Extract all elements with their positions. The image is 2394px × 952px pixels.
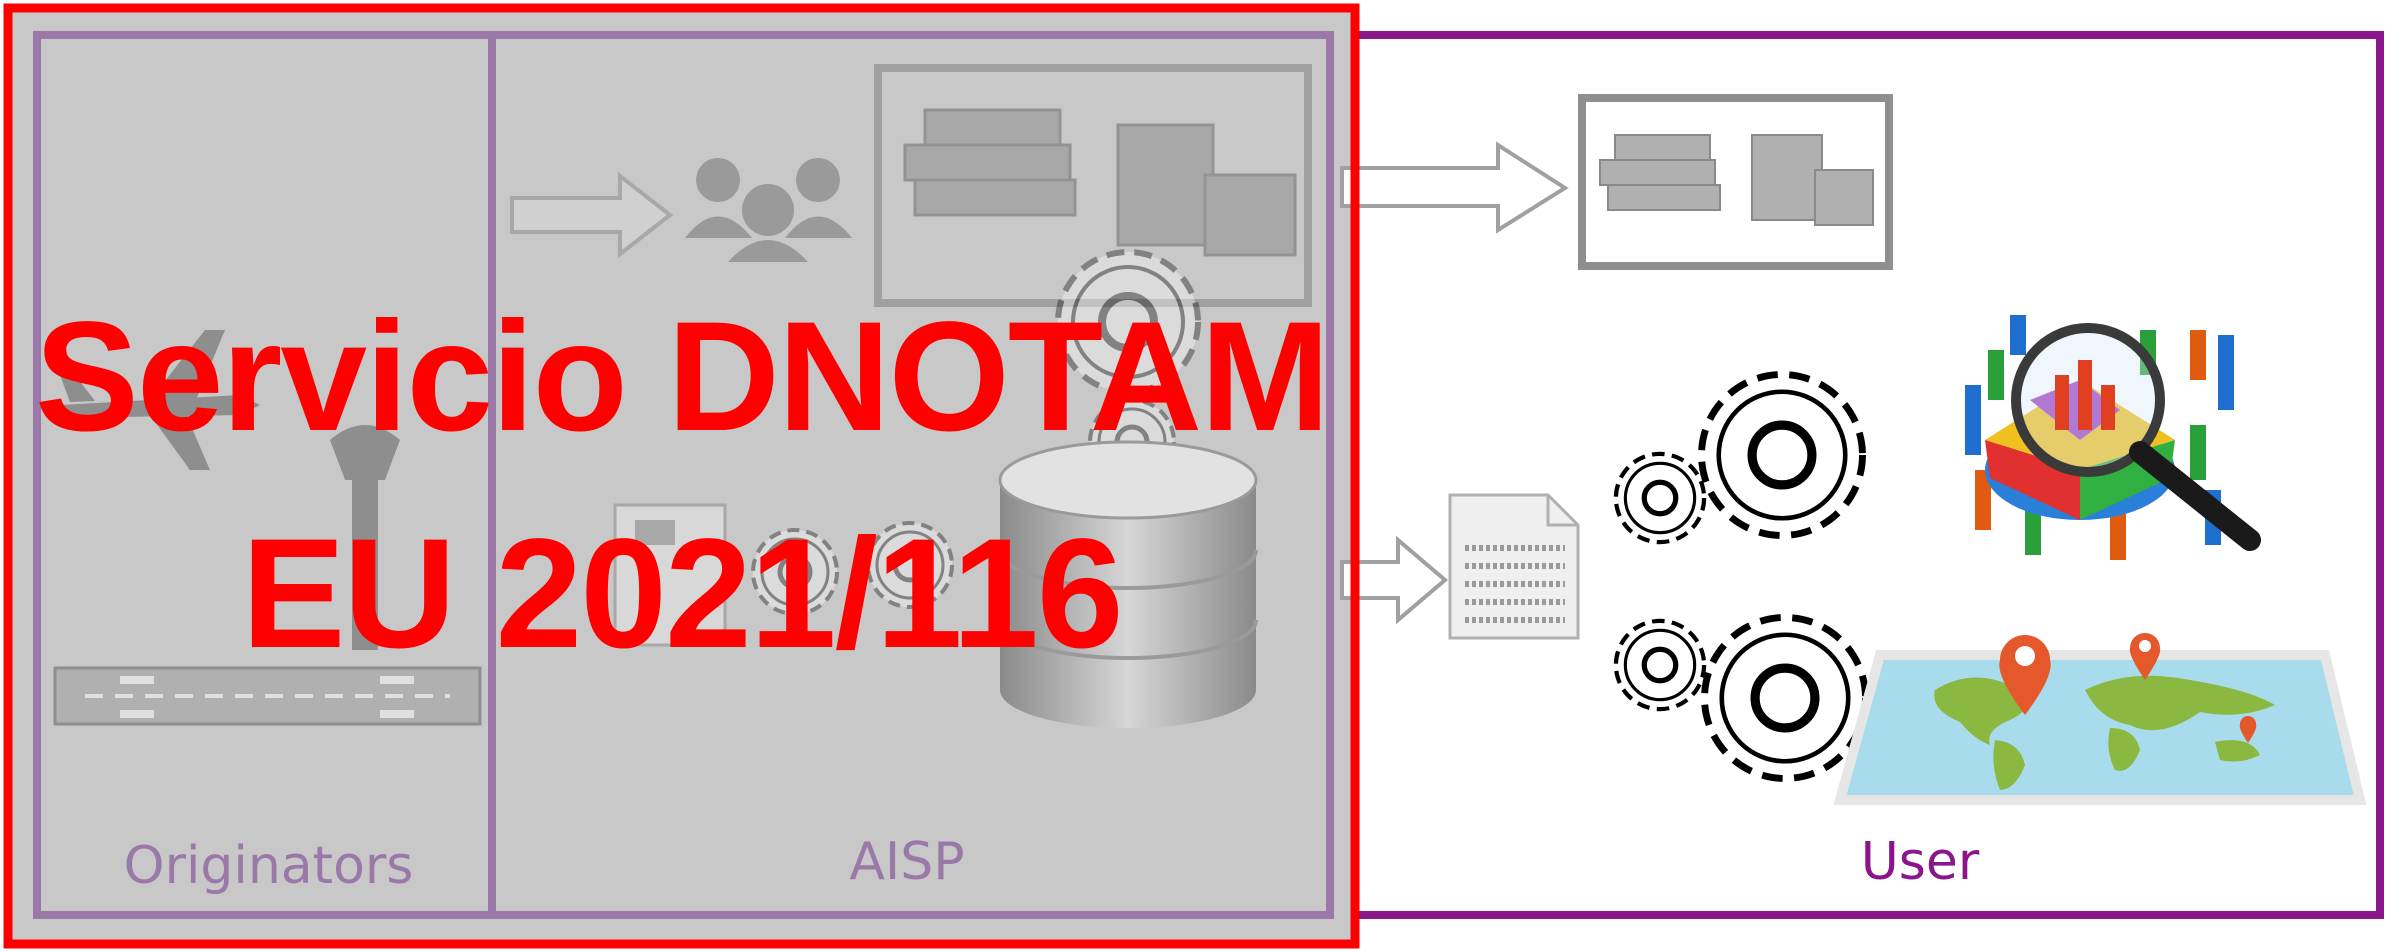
aisp-document-icon xyxy=(613,503,727,647)
chart-magnifier-icon xyxy=(1965,315,2261,560)
database-icon xyxy=(998,440,1258,728)
dnotam-highlight-frame xyxy=(3,3,1360,949)
people-icon xyxy=(685,158,852,262)
user-data-box xyxy=(1578,94,1893,270)
processing-gears-icon xyxy=(1616,375,1866,779)
arrow-originators-to-aisp xyxy=(510,171,674,259)
title-line-2: EU 2021/116 xyxy=(241,507,1123,681)
aisp-zone-frame xyxy=(488,31,1334,919)
map-pin-icon xyxy=(1999,633,2257,743)
arrow-aisp-to-user-top xyxy=(1340,141,1569,234)
aisp-label: AISP xyxy=(849,832,965,892)
user-label: User xyxy=(1860,832,1980,892)
aisp-data-box xyxy=(874,64,1312,307)
originators-label: Originators xyxy=(123,836,414,896)
runway-icon xyxy=(53,666,482,726)
document-icon xyxy=(1448,493,1580,640)
world-map-icon xyxy=(1833,633,2367,805)
title-line-1: Servicio DNOTAM xyxy=(34,290,1330,464)
control-tower-icon xyxy=(330,425,400,650)
aircraft-icon xyxy=(60,330,260,470)
